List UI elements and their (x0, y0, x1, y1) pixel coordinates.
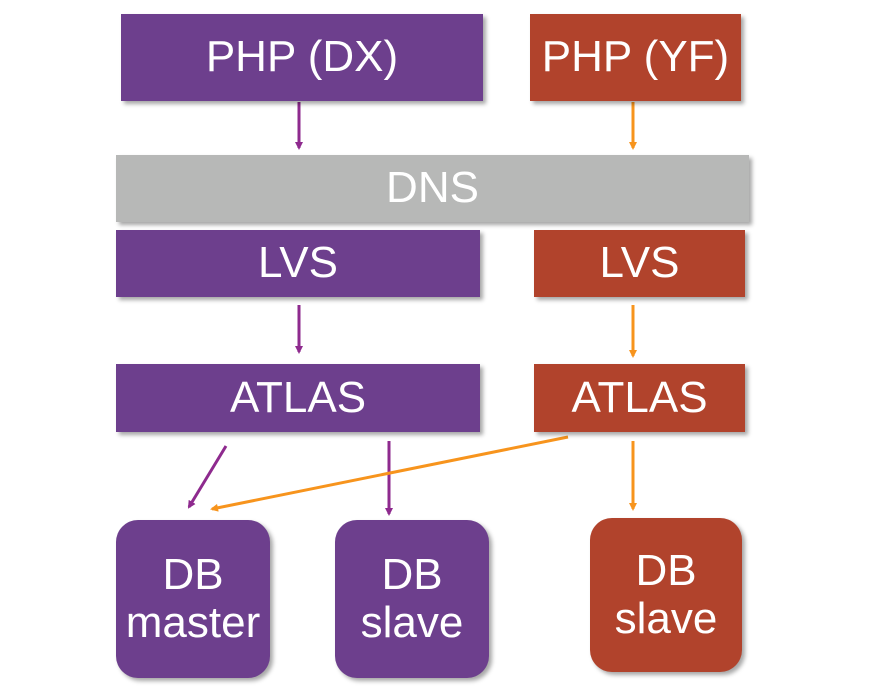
db-slave-dx-line1: DB (381, 549, 443, 599)
lvs-yf-node: LVS (534, 230, 745, 297)
arrow-atlas-yf-to-db-master (210, 435, 569, 512)
db-slave-yf-node: DB slave (590, 518, 742, 672)
arrow-atlas-dx-to-db-master (187, 445, 228, 509)
db-master-node: DB master (116, 520, 270, 678)
db-master-line1: DB (162, 549, 224, 599)
atlas-yf-node: ATLAS (534, 364, 745, 432)
db-slave-yf-line2: slave (614, 594, 718, 643)
db-slave-dx-line2: slave (360, 598, 464, 647)
dns-node: DNS (116, 155, 749, 222)
lvs-dx-node: LVS (116, 230, 480, 297)
php-yf-node: PHP (YF) (530, 14, 741, 101)
php-dx-node: PHP (DX) (121, 14, 483, 101)
atlas-dx-node: ATLAS (116, 364, 480, 432)
db-slave-dx-node: DB slave (335, 520, 489, 678)
db-slave-yf-line1: DB (635, 545, 697, 595)
db-master-line2: master (125, 598, 261, 647)
